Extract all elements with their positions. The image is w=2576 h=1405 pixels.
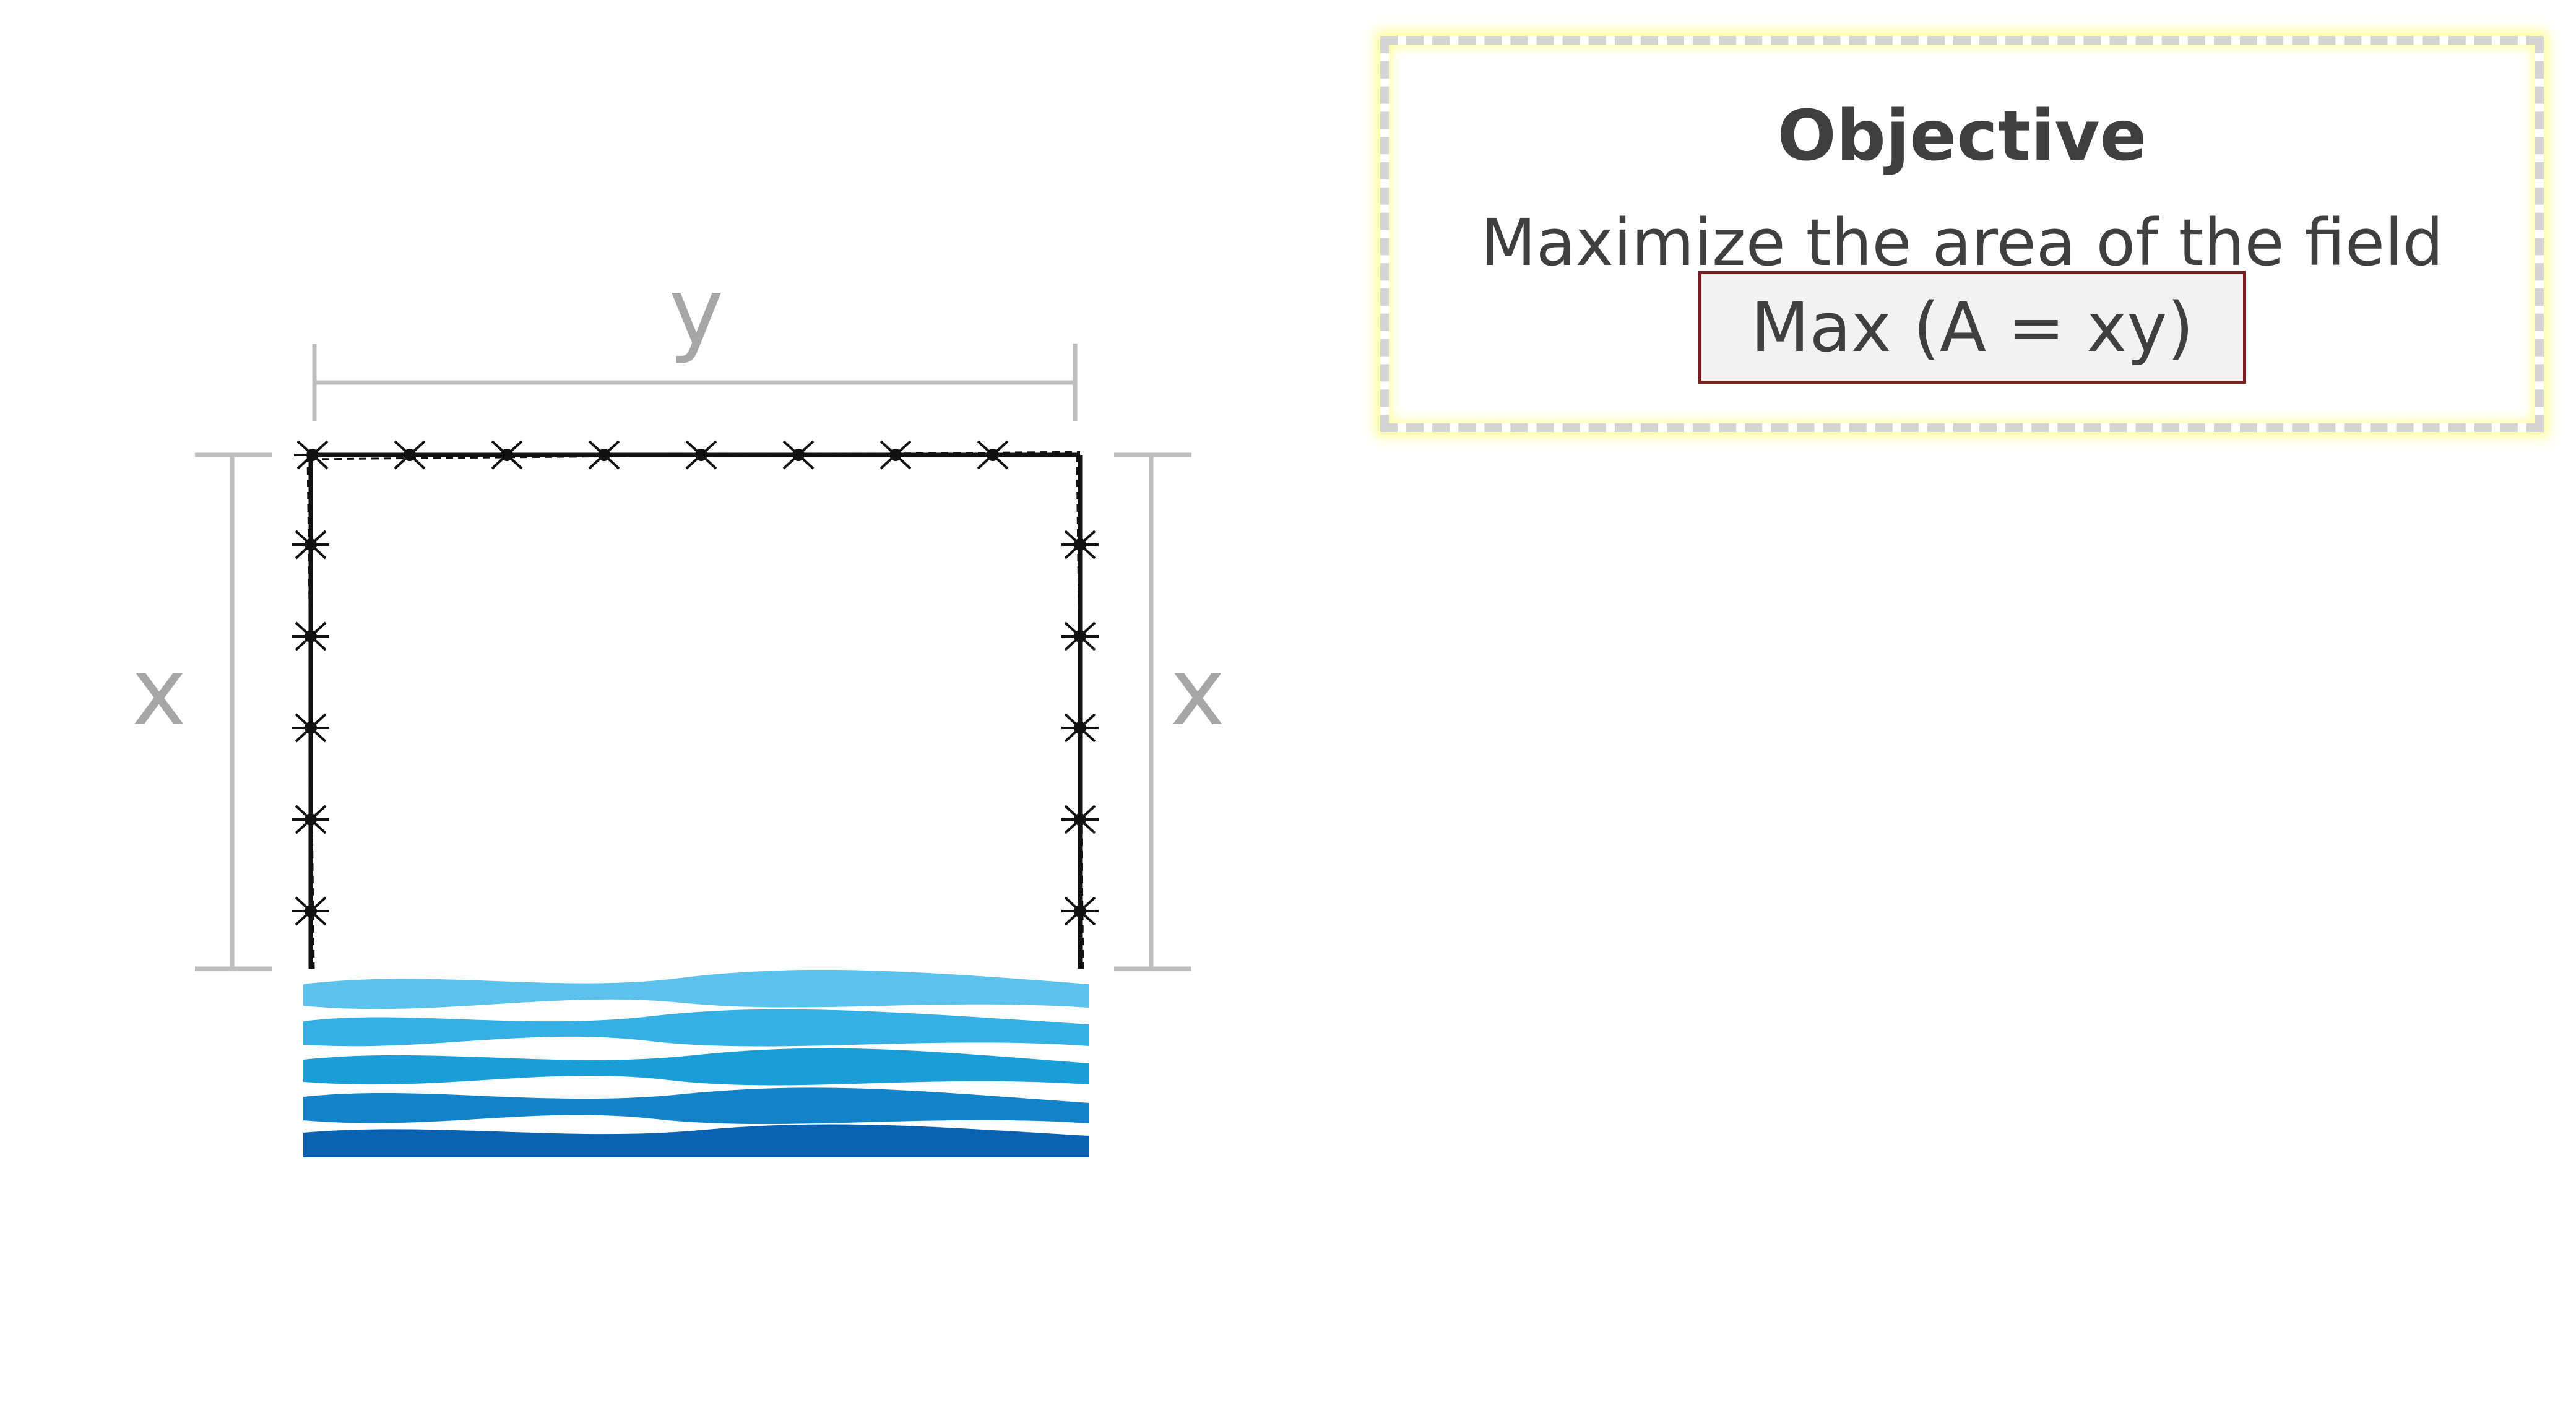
barb (292, 713, 329, 743)
objective-title: Objective (1777, 96, 2147, 176)
top-dimension-label: y (669, 258, 724, 366)
formula-text: Max (A = xy) (1750, 288, 2194, 367)
objective-description: Maximize the area of the field (1480, 205, 2444, 280)
barb (292, 621, 329, 651)
barb (292, 896, 329, 926)
barbed-wire-fence (292, 440, 1099, 969)
water-waves (303, 969, 1089, 1157)
barb (780, 440, 817, 470)
barb (1061, 713, 1099, 743)
formula-box: Max (A = xy) (1698, 271, 2246, 384)
fence-left (306, 454, 315, 969)
barb (877, 440, 914, 470)
barb (683, 440, 720, 470)
barb (1061, 805, 1099, 834)
barb (974, 440, 1011, 470)
barb (294, 440, 331, 470)
objective-panel: Objective Maximize the area of the field… (1380, 36, 2544, 432)
right-dimension-label: x (1170, 639, 1225, 746)
barb (292, 805, 329, 834)
barb (1061, 621, 1099, 651)
barb (1061, 896, 1099, 926)
barb (488, 440, 525, 470)
fence-barbs (292, 440, 1099, 926)
barb (586, 440, 623, 470)
barb (1061, 530, 1099, 560)
barb (391, 440, 428, 470)
fence-right (1076, 454, 1084, 969)
left-dimension-label: x (132, 639, 187, 746)
right-dimension-line (1114, 452, 1191, 971)
left-dimension-line (195, 452, 272, 971)
barb (292, 530, 329, 560)
top-dimension-line (312, 344, 1078, 421)
